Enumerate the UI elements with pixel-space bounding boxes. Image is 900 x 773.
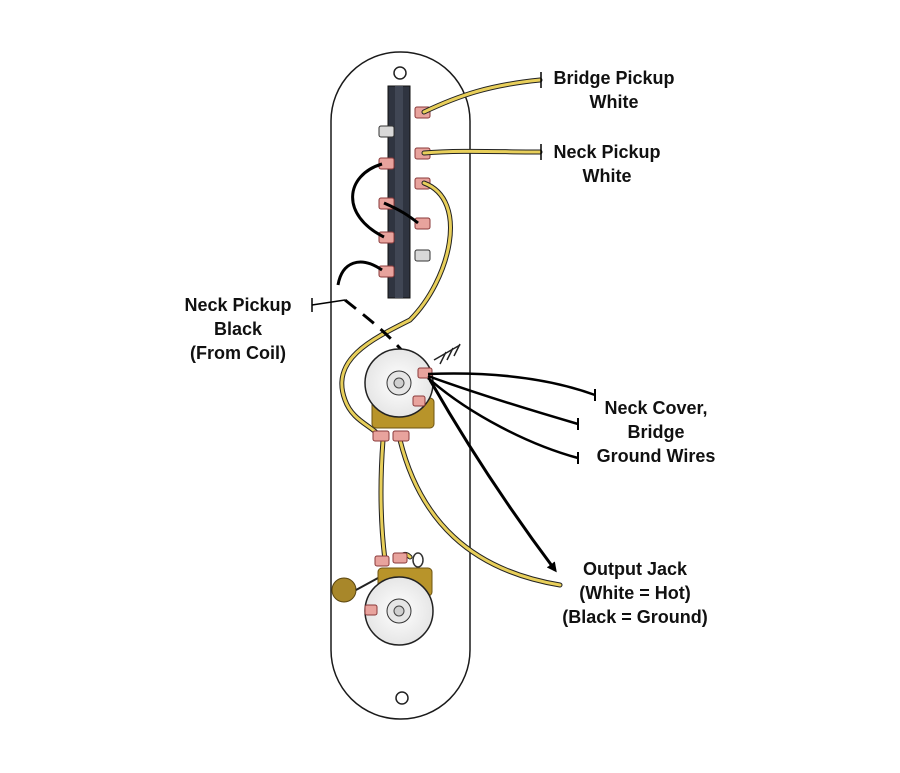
ground-wires bbox=[427, 372, 596, 464]
label-bridge-pickup-white: Bridge Pickup White bbox=[553, 68, 675, 112]
bridge-white-wire bbox=[422, 78, 542, 114]
bottom-screw-hole bbox=[395, 691, 409, 705]
lug-empty bbox=[412, 552, 424, 568]
volume-pot-center bbox=[393, 377, 405, 389]
label-output-jack: Output Jack (White = Hot) (Black = Groun… bbox=[562, 559, 708, 627]
ground-icon bbox=[433, 343, 461, 365]
lug bbox=[364, 604, 378, 616]
switch-slot bbox=[395, 86, 403, 298]
lug bbox=[412, 395, 426, 407]
yellow-wires bbox=[339, 77, 563, 588]
output-white-wire bbox=[398, 438, 562, 587]
volume-pot bbox=[364, 348, 435, 442]
lug bbox=[374, 555, 390, 567]
lug bbox=[378, 231, 395, 244]
lug bbox=[392, 552, 408, 564]
tone-capacitor bbox=[331, 577, 357, 603]
lug-empty bbox=[414, 249, 431, 262]
switch-jumper-wire bbox=[383, 201, 419, 225]
neck-white-wire bbox=[422, 149, 542, 155]
top-screw-hole bbox=[393, 66, 407, 80]
lug-empty bbox=[378, 125, 395, 138]
tone-pot bbox=[331, 552, 434, 646]
tone-pot-center bbox=[393, 605, 405, 617]
lug bbox=[392, 430, 410, 442]
switch-to-volume-wire bbox=[340, 181, 452, 438]
label-neck-pickup-black: Neck Pickup Black (From Coil) bbox=[184, 295, 292, 363]
lug bbox=[414, 217, 431, 230]
lug bbox=[372, 430, 390, 442]
label-neck-pickup-white: Neck Pickup White bbox=[553, 142, 661, 186]
lug bbox=[378, 265, 395, 278]
neck-black-leader bbox=[311, 299, 346, 306]
volume-to-tone-wire bbox=[379, 438, 387, 562]
output-black-wire bbox=[428, 379, 557, 573]
switch-jumper-wire bbox=[336, 260, 383, 286]
switch-jumper-wire bbox=[351, 162, 385, 239]
label-ground-wires: Neck Cover, Bridge Ground Wires bbox=[596, 398, 716, 466]
